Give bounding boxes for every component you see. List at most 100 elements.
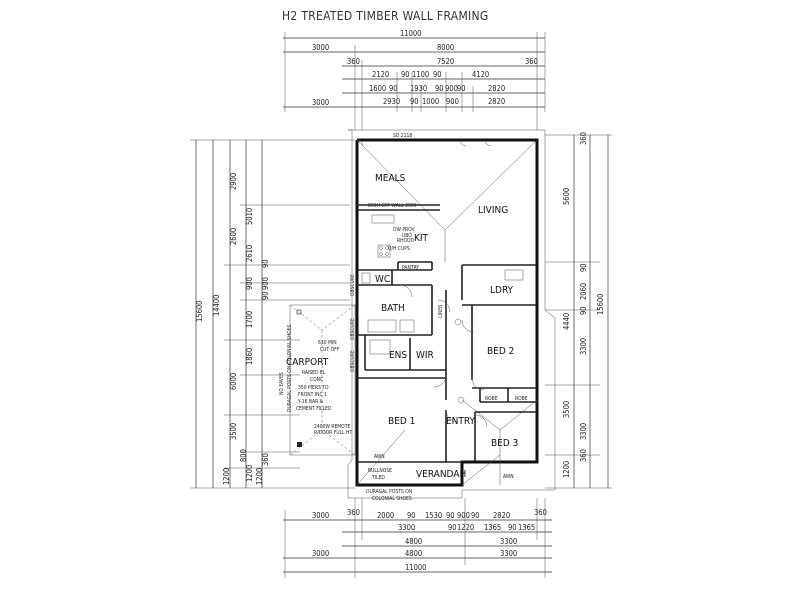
note-piers-4: CEMENT FILLED — [296, 406, 332, 412]
dim-right-360: 360 — [579, 449, 588, 462]
dim-right-overall: 15600 — [596, 294, 605, 315]
room-bed1: BED 1 — [388, 416, 415, 427]
dim-top-r4-c: 1100 — [412, 70, 429, 79]
vanity — [399, 319, 415, 333]
dim-right-3300b: 3300 — [579, 423, 588, 440]
top-dimension-lines — [283, 32, 546, 130]
dim-left-1700: 1700 — [245, 311, 254, 328]
wc-pan — [361, 272, 371, 284]
dim-top-r5-c: 1930 — [410, 84, 427, 93]
right-dimension-labels: 15600 5600 4440 3500 2060 3300 3300 1200… — [562, 132, 605, 478]
dim-top-r6-c: 90 — [410, 97, 419, 106]
note-cutoff-1: 630 MIN — [318, 340, 337, 346]
dim-top-carport: 3000 — [312, 43, 329, 52]
room-pantry: PANTRY — [402, 265, 419, 271]
dim-bot-r2-c: 1220 — [457, 523, 474, 532]
dim-bot-r4-b: 4800 — [405, 549, 422, 558]
room-linen: LINEN — [438, 305, 444, 318]
note-no-eaves: NO EAVES — [279, 372, 285, 395]
ensuite-shower — [369, 339, 391, 355]
note-duragal-1: DURAGAL POSTS ON — [366, 489, 412, 495]
dim-bot-r1-f: 90 — [446, 511, 455, 520]
room-wir: WIR — [416, 350, 434, 361]
dim-right-1200: 1200 — [562, 461, 571, 478]
room-robe-1: ROBE — [485, 396, 498, 402]
dim-top-r4-d: 90 — [433, 70, 442, 79]
dim-top-left-wall: 360 — [347, 57, 360, 66]
room-meals: MEALS — [375, 173, 406, 184]
note-duragal-2: COLONIAL SHOES — [372, 496, 412, 502]
dim-bot-r1-g: 900 — [457, 511, 470, 520]
dim-left-5010: 5010 — [245, 208, 254, 225]
smoke-detector-icon — [457, 396, 465, 404]
dim-left-c5-a: 90 — [261, 259, 270, 268]
smoke-detector-icon — [454, 318, 462, 326]
dim-left-c5-d: 1200 — [222, 468, 231, 485]
dim-right-4440: 4440 — [562, 313, 571, 330]
room-laundry: LDRY — [490, 285, 514, 296]
bottom-dimension-lines — [283, 498, 552, 578]
dim-bot-r1-c: 2000 — [377, 511, 394, 520]
room-wc: WC — [375, 274, 390, 285]
dim-right-2060: 2060 — [579, 283, 588, 300]
dim-left-2610: 2610 — [245, 245, 254, 262]
dim-bot-r4-c: 3300 — [500, 549, 517, 558]
room-living: LIVING — [478, 205, 508, 216]
note-piers-2: FRONT INC 1 — [298, 392, 327, 398]
dim-bot-r1-a: 3000 — [312, 511, 329, 520]
room-entry: ENTRY — [446, 416, 476, 427]
dim-left-3500: 3500 — [229, 423, 238, 440]
note-gyp-wall: 86SH GYP WALL 2509 — [368, 203, 417, 209]
dim-top-r6-f: 2820 — [488, 97, 505, 106]
dim-top-r5-g: 2820 — [488, 84, 505, 93]
dim-right-90a: 90 — [579, 263, 588, 272]
dim-left-2900: 2900 — [229, 173, 238, 190]
dim-top-house: 8000 — [437, 43, 454, 52]
room-ensuite: ENS — [389, 350, 407, 361]
dim-left-c5-b: 900 — [261, 277, 270, 290]
fixtures — [361, 214, 524, 355]
dim-bot-r1-d: 90 — [407, 511, 416, 520]
note-remote-2: R/DOOR FULL HT — [314, 430, 352, 436]
bottom-dimension-labels: 3000 360 2000 90 1530 90 900 90 2820 360… — [312, 508, 547, 572]
house-outline — [347, 129, 556, 499]
note-remote-1: 2400W REMOTE — [314, 424, 350, 430]
dim-top-overall: 11000 — [400, 29, 421, 38]
dim-top-r4-b: 90 — [401, 70, 410, 79]
dim-right-360top: 360 — [579, 132, 588, 145]
internal-walls — [357, 204, 537, 462]
bathtub — [367, 319, 397, 333]
room-verandah: VERANDAH — [416, 469, 466, 480]
note-dw-prov: DW PROV — [393, 227, 416, 233]
kitchen-sink — [371, 214, 395, 224]
note-cutoff-2: CUT OFF — [320, 347, 340, 353]
room-bed2: BED 2 — [487, 346, 514, 357]
dim-bot-overall: 11000 — [405, 563, 426, 572]
dim-bot-r2-a: 3300 — [398, 523, 415, 532]
dim-bot-r3-a: 4800 — [405, 537, 422, 546]
dim-bot-r1-e: 1530 — [425, 511, 442, 520]
dim-top-r5-b: 90 — [389, 84, 398, 93]
dim-top-r4-a: 2120 — [372, 70, 389, 79]
dim-bot-r2-d: 1365 — [484, 523, 501, 532]
note-awn-1: AWN — [374, 454, 385, 460]
dim-bot-r4-a: 3000 — [312, 549, 329, 558]
dim-top-r6-e: 900 — [446, 97, 459, 106]
note-piers-3: Y-16 BAR & — [298, 399, 324, 405]
annotation-notes: 86SH GYP WALL 2509 DW PROV UBO O/H CUPS … — [350, 133, 514, 502]
note-duragal-side: DURAGAL POSTS ON COLONIAL SHOES — [287, 324, 293, 412]
drawing-title: H2 TREATED TIMBER WALL FRAMING — [282, 9, 489, 23]
roof-hip-lines — [356, 139, 538, 486]
room-labels: MEALS LIVING KIT PANTRY WC BATH LDRY ENS… — [375, 173, 528, 480]
note-obscure-3: OBSCURE — [350, 350, 356, 372]
dim-top-r4-e: 4120 — [472, 70, 489, 79]
dim-bot-r1-b: 360 — [347, 508, 360, 517]
dim-top-r5-a: 1600 — [369, 84, 386, 93]
dim-right-3300a: 3300 — [579, 338, 588, 355]
dim-left-c5-f: 800 — [239, 449, 248, 462]
dim-bot-r1-j: 360 — [534, 508, 547, 517]
dim-left-6000: 6000 — [229, 373, 238, 390]
dim-left-c5-e: 1200 — [255, 468, 264, 485]
note-awn-2: AWN — [503, 474, 514, 480]
room-bed3: BED 3 — [491, 438, 518, 449]
